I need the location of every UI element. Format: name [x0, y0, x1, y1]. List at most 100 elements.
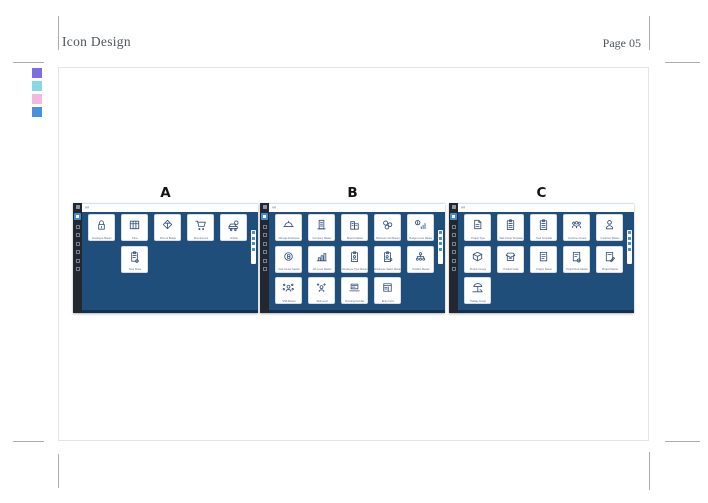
tile-label: Employee Master [91, 236, 112, 240]
sidebar-documents-icon[interactable] [451, 233, 456, 237]
sidebar-calendar-icon[interactable] [75, 241, 80, 246]
app-tile[interactable]: Business Unit Master [374, 214, 401, 241]
app-breadcrumb[interactable]: HR [461, 206, 466, 210]
app-tile[interactable]: Position Master [407, 245, 434, 273]
app-status-bar [73, 310, 258, 313]
filter-icon[interactable] [439, 236, 442, 240]
cliplist-icon [506, 219, 515, 230]
app-sidebar [260, 203, 269, 313]
app-tile[interactable]: Product Group [464, 245, 491, 273]
sidebar-settings-icon[interactable] [262, 258, 267, 263]
sidebar-reports-icon[interactable] [262, 250, 267, 254]
app-tile[interactable]: Project Role Master [563, 245, 590, 273]
tile-label: Product Group [469, 268, 486, 271]
cart-icon [195, 220, 206, 231]
app-tile[interactable]: Shift Master [275, 277, 302, 304]
sidebar-calendar-icon[interactable] [451, 241, 456, 246]
menu-icon[interactable] [75, 205, 80, 209]
app-tile[interactable]: Project Status [530, 245, 557, 273]
crop-mark-bottom-left-vertical [58, 454, 59, 488]
openbox-icon [505, 252, 516, 261]
tile-label: Cost Center Master [277, 268, 300, 271]
tile-label: Job Level Master [311, 268, 332, 271]
app-tile[interactable]: Price [121, 214, 148, 241]
app-tile[interactable]: Task Template [530, 214, 557, 241]
menu-icon[interactable] [451, 205, 456, 209]
refresh-icon[interactable] [252, 242, 255, 245]
tile-label: Task Template [535, 236, 552, 240]
sidebar-calendar-icon[interactable] [262, 241, 267, 246]
app-tile[interactable]: Skill Level [308, 277, 335, 304]
sidebar-help-icon[interactable] [451, 267, 456, 271]
app-tile[interactable]: Employee Type Master [341, 245, 368, 273]
pin-icon[interactable] [252, 247, 255, 251]
app-tile[interactable]: Job Level Master [308, 245, 335, 273]
app-tile[interactable]: Budget Level Master [407, 214, 434, 241]
swatch-pink [32, 94, 42, 104]
app-tile[interactable]: Project Type [464, 214, 491, 241]
crop-mark-top-left-vertical [58, 16, 59, 50]
swatch-cyan [32, 81, 42, 91]
app-tile[interactable]: Running Number [341, 277, 368, 304]
sidebar-documents-icon[interactable] [75, 233, 80, 237]
coinb-icon [284, 251, 293, 261]
app-breadcrumb[interactable]: HR [272, 206, 277, 210]
sidebar-reports-icon[interactable] [75, 250, 80, 254]
crop-mark-bottom-right-horizontal [665, 441, 700, 442]
filter-icon[interactable] [252, 236, 255, 240]
edit-icon[interactable] [439, 231, 442, 234]
app-tile[interactable]: Time Sheet [121, 245, 148, 273]
app-tile[interactable]: Employee Master [88, 214, 115, 241]
sidebar-help-icon[interactable] [262, 267, 267, 271]
edit-icon[interactable] [252, 231, 255, 234]
cliplist-icon [539, 219, 548, 230]
sidebar-documents-icon[interactable] [262, 233, 267, 237]
edit-icon[interactable] [628, 231, 631, 234]
app-tile[interactable]: Prize & Badge [154, 214, 181, 241]
sidebar-reports-icon[interactable] [451, 250, 456, 254]
sidebar-employees-icon[interactable] [262, 224, 267, 229]
sidebar-settings-icon[interactable] [75, 258, 80, 263]
app-tile[interactable]: Employee Status Master [374, 245, 401, 273]
app-top-bar: HR [82, 203, 258, 212]
sidebar-item-selected[interactable] [74, 213, 81, 220]
app-tile[interactable]: Company Master [308, 214, 335, 241]
app-tile[interactable]: Customer Master [596, 214, 623, 241]
tile-label: Company Master [311, 236, 332, 240]
refresh-icon[interactable] [628, 242, 631, 245]
sidebar-help-icon[interactable] [75, 267, 80, 271]
menu-icon[interactable] [262, 205, 267, 209]
filter-icon[interactable] [628, 236, 631, 240]
app-tile[interactable]: Project Master [596, 245, 623, 273]
floating-toolbar [251, 230, 256, 264]
diamond-icon [162, 219, 173, 230]
app-tile[interactable]: Task Group Template [497, 214, 524, 241]
pin-icon[interactable] [439, 247, 442, 251]
app-tile[interactable]: Manage Employee [275, 214, 302, 241]
tile-label: Manage Employee [278, 236, 299, 240]
windowform-icon [383, 283, 392, 292]
app-tile[interactable]: Customer Group [563, 214, 590, 241]
app-breadcrumb[interactable]: HR [85, 206, 90, 210]
sidebar-employees-icon[interactable] [75, 224, 80, 229]
app-tile[interactable]: Holiday Group [464, 277, 491, 304]
barchart-icon [316, 252, 327, 261]
sidebar-item-selected[interactable] [261, 213, 268, 220]
app-tile[interactable]: Branch Master [341, 214, 368, 241]
sidebar-item-selected[interactable] [450, 213, 457, 220]
refresh-icon[interactable] [439, 242, 442, 245]
tile-label: Employee Type Master [341, 268, 368, 271]
app-tile[interactable]: Product Code [497, 245, 524, 273]
sidebar-settings-icon[interactable] [451, 258, 456, 263]
sidebar-employees-icon[interactable] [451, 224, 456, 229]
app-tile[interactable]: Vehicle [220, 214, 247, 241]
app-sidebar [73, 203, 82, 313]
app-tile[interactable]: Cost Center Master [275, 245, 302, 273]
page-title: Icon Design [62, 34, 131, 49]
carcoin-icon [228, 220, 239, 232]
app-tile[interactable]: Procurement [187, 214, 214, 241]
pin-icon[interactable] [628, 247, 631, 251]
app-tile[interactable]: Entry Form [374, 277, 401, 304]
